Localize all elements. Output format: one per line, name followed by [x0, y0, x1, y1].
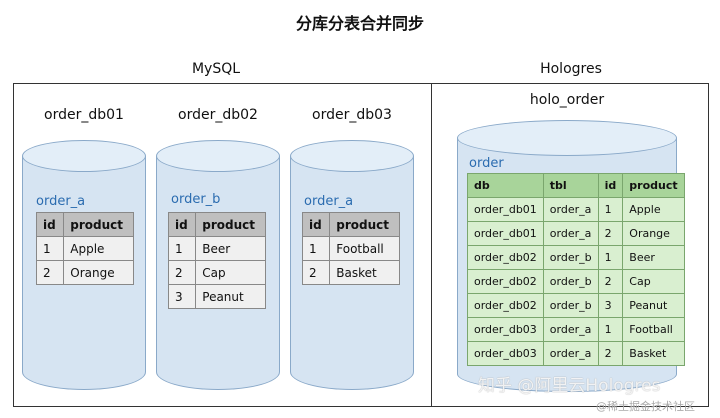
- cell: 1: [301, 236, 331, 261]
- column-header: id: [301, 212, 331, 237]
- cell: 1: [167, 236, 197, 261]
- cell: order_a: [542, 221, 599, 246]
- cell: order_db02: [467, 293, 544, 318]
- cell: order_a: [542, 317, 599, 342]
- cell: Apple: [63, 236, 134, 261]
- cell: order_db03: [467, 341, 544, 366]
- column-header: id: [35, 212, 65, 237]
- cell: Peanut: [195, 284, 266, 309]
- cell: 3: [597, 293, 624, 318]
- cell: order_db01: [467, 197, 544, 222]
- diagram-title: 分库分表合并同步: [295, 14, 424, 33]
- table-name: order_b: [171, 192, 221, 207]
- cell: 2: [35, 260, 65, 285]
- cell: 1: [597, 197, 624, 222]
- cell: 2: [167, 260, 197, 285]
- cell: order_db02: [467, 245, 544, 270]
- db-name: order_db01: [44, 107, 124, 123]
- cell: Peanut: [622, 293, 685, 318]
- cell: order_a: [542, 197, 599, 222]
- cell: Beer: [195, 236, 266, 261]
- watermark: 知乎 @阿里云Hologres: [478, 376, 661, 396]
- db-name: holo_order: [529, 92, 605, 108]
- cell: 2: [597, 269, 624, 294]
- cell: order_b: [542, 293, 599, 318]
- column-header: id: [597, 173, 624, 198]
- table-name: order_a: [304, 194, 354, 209]
- column-header: product: [63, 212, 134, 237]
- cell: 3: [167, 284, 197, 309]
- cell: 1: [597, 245, 624, 270]
- cell: 1: [597, 317, 624, 342]
- cell: order_b: [542, 245, 599, 270]
- column-header: product: [329, 212, 400, 237]
- cell: 2: [597, 341, 624, 366]
- section-divider: [431, 83, 432, 407]
- cell: order_db02: [467, 269, 544, 294]
- cell: Cap: [622, 269, 685, 294]
- db-name: order_db03: [312, 107, 392, 123]
- cell: 2: [597, 221, 624, 246]
- column-header: product: [622, 173, 685, 198]
- outer-frame: [13, 83, 709, 407]
- cell: order_b: [542, 269, 599, 294]
- mysql-label: MySQL: [191, 61, 241, 77]
- cell: 1: [35, 236, 65, 261]
- cell: Beer: [622, 245, 685, 270]
- table-name: order: [469, 156, 504, 171]
- cell: 2: [301, 260, 331, 285]
- column-header: tbl: [542, 173, 599, 198]
- cell: Orange: [63, 260, 134, 285]
- cell: Apple: [622, 197, 685, 222]
- column-header: product: [195, 212, 266, 237]
- cell: order_a: [542, 341, 599, 366]
- column-header: id: [167, 212, 197, 237]
- watermark-secondary: @稀土掘金技术社区: [596, 400, 695, 413]
- table-name: order_a: [36, 194, 86, 209]
- cell: order_db03: [467, 317, 544, 342]
- cell: Cap: [195, 260, 266, 285]
- column-header: db: [467, 173, 544, 198]
- cell: order_db01: [467, 221, 544, 246]
- cell: Orange: [622, 221, 685, 246]
- hologres-label: Hologres: [540, 61, 602, 77]
- cell: Football: [622, 317, 685, 342]
- cell: Football: [329, 236, 400, 261]
- db-name: order_db02: [178, 107, 258, 123]
- cell: Basket: [329, 260, 400, 285]
- cell: Basket: [622, 341, 685, 366]
